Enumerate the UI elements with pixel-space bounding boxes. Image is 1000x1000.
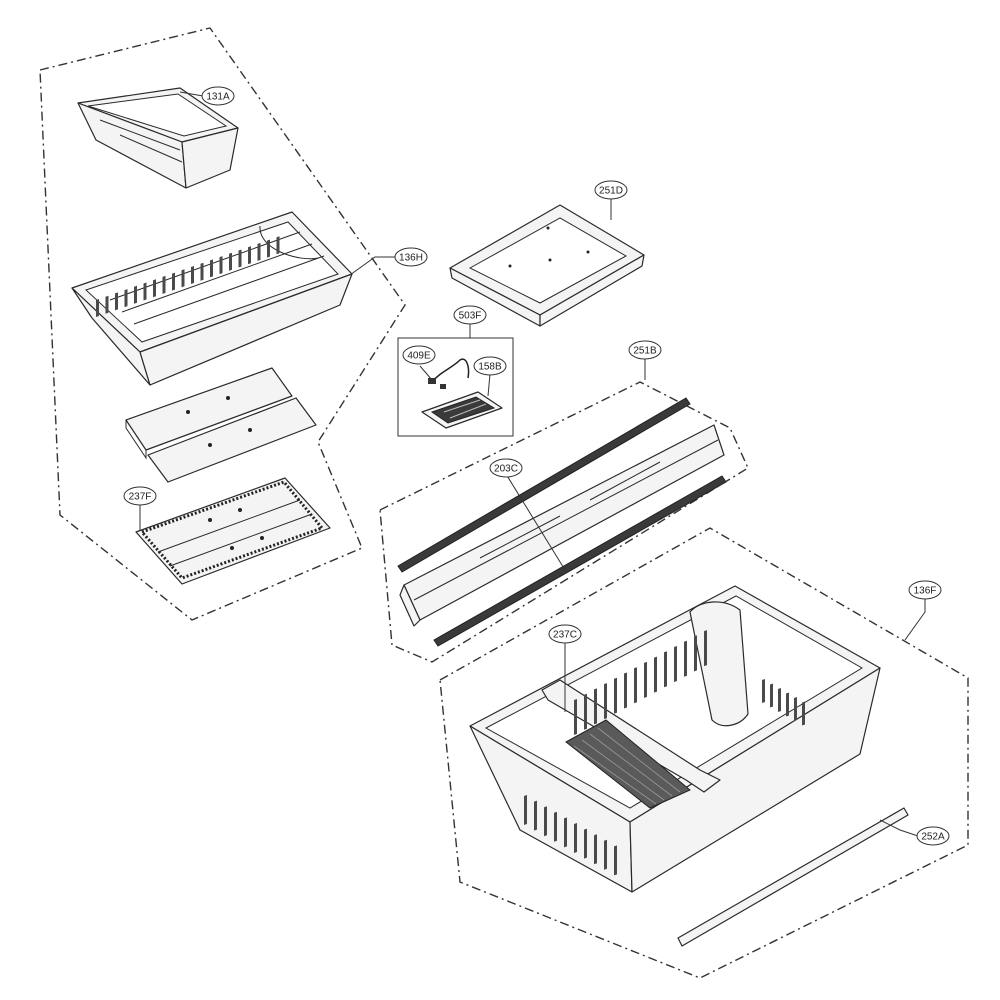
vent-slot bbox=[614, 845, 617, 876]
vent-slot bbox=[786, 692, 789, 717]
vent-slot bbox=[181, 269, 185, 288]
callout-158B: 158B bbox=[473, 356, 507, 376]
vent-slot bbox=[684, 640, 687, 677]
callout-203C: 203C bbox=[489, 458, 523, 478]
svg-text:136F: 136F bbox=[914, 586, 937, 597]
svg-text:237F: 237F bbox=[129, 492, 152, 503]
callout-252A: 252A bbox=[916, 826, 950, 846]
vent-slot bbox=[704, 630, 707, 667]
vent-slot bbox=[770, 683, 773, 708]
part-136F-basket bbox=[469, 585, 881, 893]
vent-slot bbox=[654, 656, 657, 693]
vent-slot bbox=[604, 683, 607, 720]
vent-slot bbox=[219, 256, 223, 275]
vent-slot bbox=[554, 811, 557, 842]
part-251B-rail-assembly bbox=[397, 397, 727, 647]
part-237C-divider bbox=[565, 719, 691, 809]
vent-slot bbox=[794, 697, 797, 721]
basket-136H-vent-slots bbox=[96, 236, 280, 317]
svg-text:503F: 503F bbox=[459, 311, 482, 322]
vent-slot bbox=[762, 679, 765, 703]
vent-slot bbox=[594, 834, 597, 865]
basket-136F-vent-slots bbox=[524, 630, 805, 876]
vent-slot bbox=[644, 661, 647, 698]
vent-slot bbox=[534, 800, 537, 831]
vent-slot bbox=[248, 246, 251, 265]
leader-lines bbox=[139, 91, 926, 837]
callout-136F: 136F bbox=[908, 580, 942, 600]
svg-text:409E: 409E bbox=[407, 351, 431, 362]
svg-text:251D: 251D bbox=[599, 186, 623, 197]
vent-slot bbox=[153, 279, 156, 298]
part-158B-sensor-cover bbox=[421, 391, 503, 429]
vent-slot bbox=[257, 242, 261, 261]
part-131A-tray bbox=[77, 87, 239, 189]
callout-251B: 251B bbox=[628, 340, 662, 360]
svg-text:237C: 237C bbox=[553, 630, 577, 641]
vent-slot bbox=[96, 299, 99, 317]
vent-slot bbox=[624, 672, 627, 709]
callout-251D: 251D bbox=[594, 180, 628, 200]
callout-136H: 136H bbox=[394, 247, 428, 267]
vent-slot bbox=[674, 646, 677, 682]
vent-slot bbox=[594, 688, 597, 725]
group-boundary-136H bbox=[39, 27, 406, 621]
part-409E-wire-harness bbox=[428, 358, 470, 389]
svg-text:251B: 251B bbox=[633, 346, 657, 357]
group-boundary-251B bbox=[379, 381, 749, 663]
group-boundary-503F bbox=[397, 337, 514, 437]
vent-slot bbox=[634, 667, 637, 704]
vent-slot bbox=[694, 635, 697, 672]
vent-slot bbox=[191, 266, 194, 284]
part-136H-basket bbox=[71, 211, 353, 386]
part-252A-strip bbox=[677, 807, 909, 947]
vent-slot bbox=[200, 262, 204, 281]
callout-503F: 503F bbox=[453, 305, 487, 325]
vent-slot bbox=[584, 828, 587, 859]
vent-slot bbox=[664, 651, 667, 688]
vent-slot bbox=[124, 289, 128, 308]
vent-slot bbox=[134, 285, 137, 304]
vent-slot bbox=[172, 272, 175, 291]
vent-slot bbox=[544, 806, 547, 837]
vent-slot bbox=[524, 795, 527, 825]
vent-slot bbox=[778, 688, 781, 712]
vent-slot bbox=[574, 699, 577, 735]
vent-slot bbox=[564, 817, 567, 848]
vent-slot bbox=[276, 236, 280, 255]
svg-text:252A: 252A bbox=[921, 832, 945, 843]
vent-slot bbox=[143, 282, 147, 301]
vent-slot bbox=[229, 252, 232, 271]
vent-slot bbox=[238, 249, 242, 268]
vent-slot bbox=[105, 295, 109, 314]
vent-slot bbox=[604, 839, 607, 870]
vent-slot bbox=[614, 677, 617, 714]
part-136H-divider-plates bbox=[125, 367, 317, 483]
vent-slot bbox=[584, 693, 587, 730]
callout-237C: 237C bbox=[548, 624, 582, 644]
part-251D-cover bbox=[449, 204, 645, 327]
vent-slot bbox=[574, 823, 577, 853]
svg-text:131A: 131A bbox=[206, 92, 230, 103]
vent-slot bbox=[115, 292, 118, 311]
callout-409E: 409E bbox=[402, 345, 436, 365]
part-237F-rack bbox=[135, 477, 331, 585]
callout-131A: 131A bbox=[201, 86, 235, 106]
svg-text:203C: 203C bbox=[494, 464, 518, 475]
vent-slot bbox=[162, 275, 166, 294]
vent-slot bbox=[210, 259, 213, 278]
group-boundary-136F bbox=[439, 527, 969, 979]
callout-237F: 237F bbox=[123, 486, 157, 506]
svg-text:158B: 158B bbox=[478, 362, 502, 373]
svg-text:136H: 136H bbox=[399, 253, 423, 264]
vent-slot bbox=[802, 701, 805, 726]
vent-slot bbox=[267, 239, 270, 258]
